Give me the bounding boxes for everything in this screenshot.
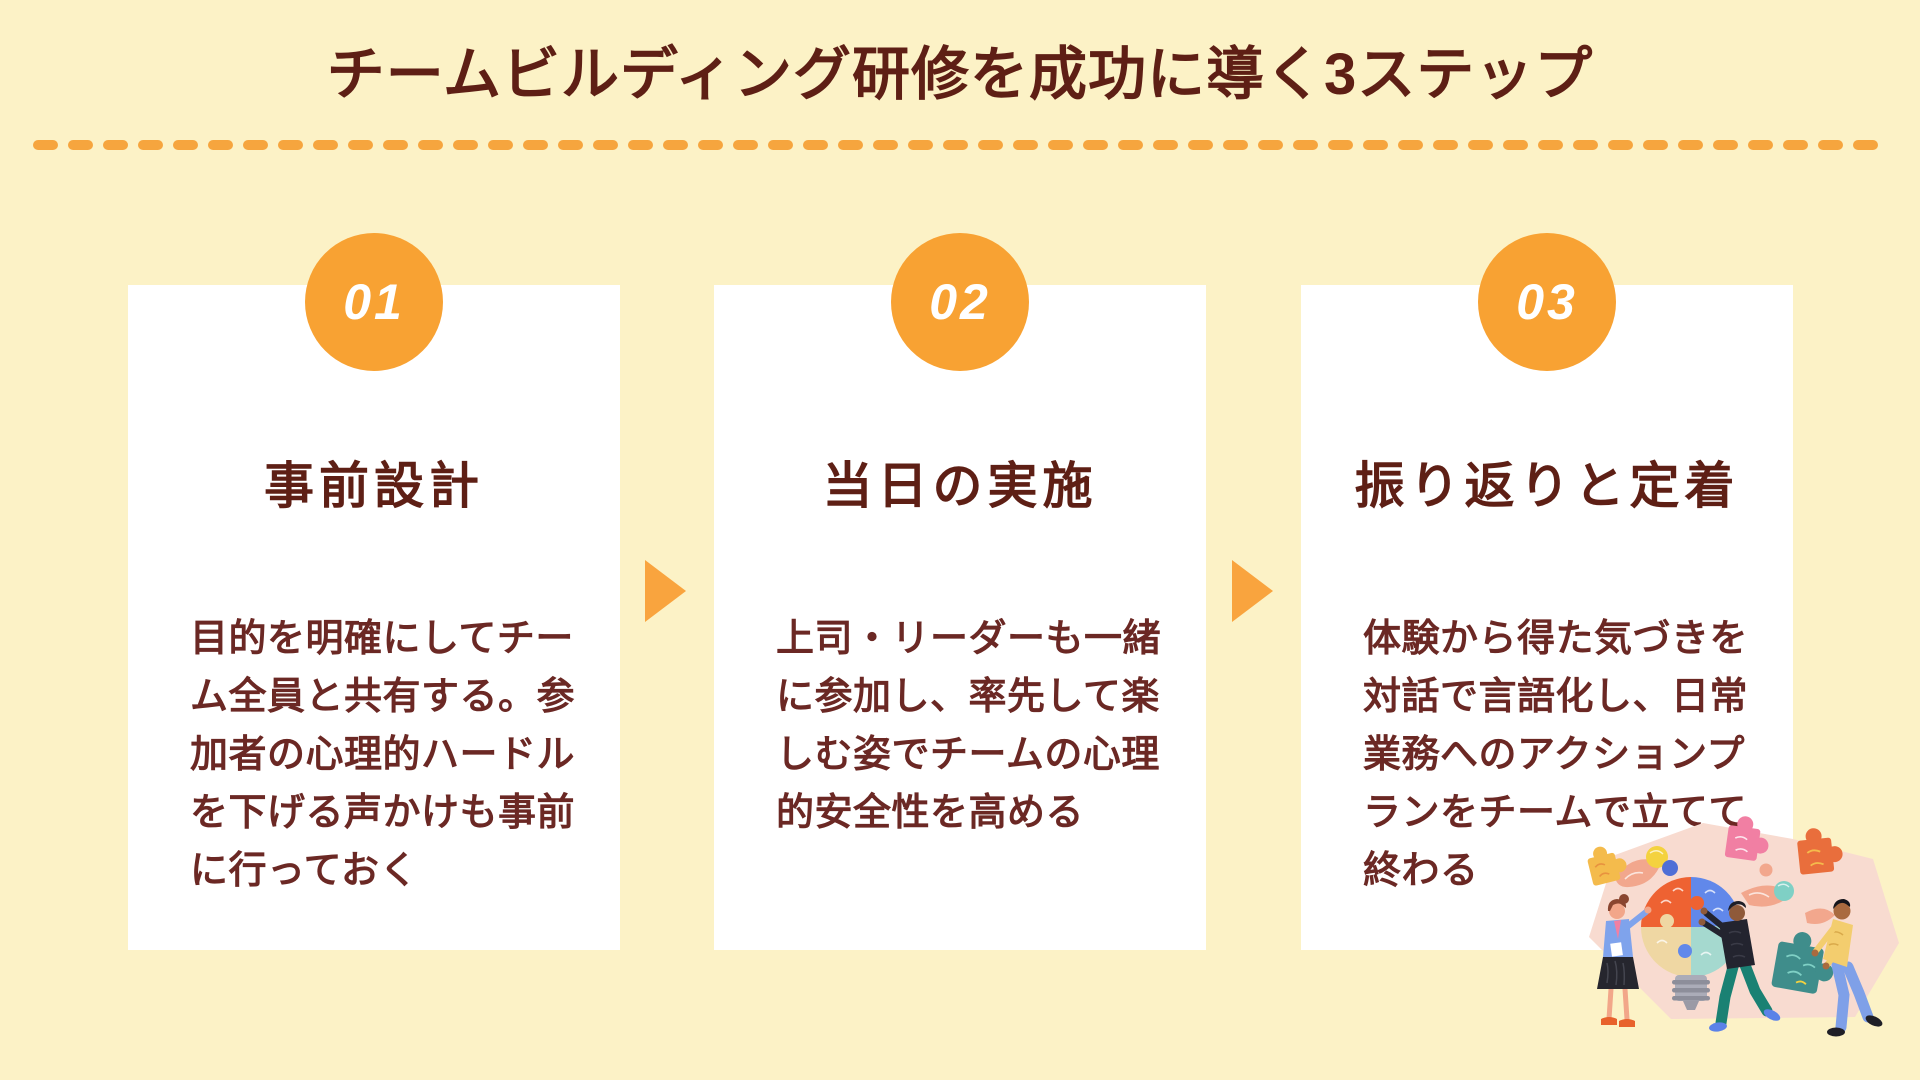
page-title: チームビルディング研修を成功に導く3ステップ bbox=[326, 42, 1594, 107]
step-number: 02 bbox=[929, 274, 991, 330]
step-heading: 当日の実施 bbox=[822, 458, 1098, 514]
step-number-badge: 02 bbox=[891, 233, 1029, 371]
step-body: 体験から得た気づきを 対話で言語化し、日常 業務へのアクションプ ランをチームで… bbox=[1363, 618, 1749, 892]
step-card-2: 02 当日の実施 上司・リーダーも一緒 に参加し、率先して楽 しむ姿でチームの心… bbox=[714, 233, 1206, 950]
puzzle-piece-icon bbox=[1587, 846, 1627, 886]
person-man-right bbox=[1771, 899, 1883, 1037]
step-number-badge: 01 bbox=[305, 233, 443, 371]
step-body: 上司・リーダーも一緒 に参加し、率先して楽 しむ姿でチームの心理 的安全性を高め… bbox=[776, 618, 1162, 834]
step-card-3: 03 振り返りと定着 体験から得た気づきを 対話で言語化し、日常 業務へのアクシ… bbox=[1301, 233, 1793, 950]
teamwork-puzzle-lightbulb-illustration bbox=[1587, 816, 1899, 1037]
puzzle-piece-icon bbox=[1797, 828, 1843, 875]
step-card-1: 01 事前設計 目的を明確にしてチー ム全員と共有する。参 加者の心理的ハードル… bbox=[128, 233, 620, 950]
person-woman bbox=[1597, 894, 1652, 1027]
arrow-right-icon bbox=[645, 560, 686, 622]
step-heading: 振り返りと定着 bbox=[1354, 458, 1740, 514]
step-number: 01 bbox=[343, 274, 405, 330]
arrow-right-icon bbox=[1232, 560, 1273, 622]
step-body: 目的を明確にしてチー ム全員と共有する。参 加者の心理的ハードル を下げる声かけ… bbox=[190, 618, 576, 892]
puzzle-lightbulb-icon bbox=[1641, 877, 1741, 1010]
step-number-badge: 03 bbox=[1478, 233, 1616, 371]
puzzle-piece-icon bbox=[1724, 816, 1769, 861]
step-heading: 事前設計 bbox=[264, 458, 484, 514]
person-man-center bbox=[1698, 901, 1781, 1032]
step-number: 03 bbox=[1516, 274, 1578, 330]
dashed-divider bbox=[33, 140, 1887, 150]
